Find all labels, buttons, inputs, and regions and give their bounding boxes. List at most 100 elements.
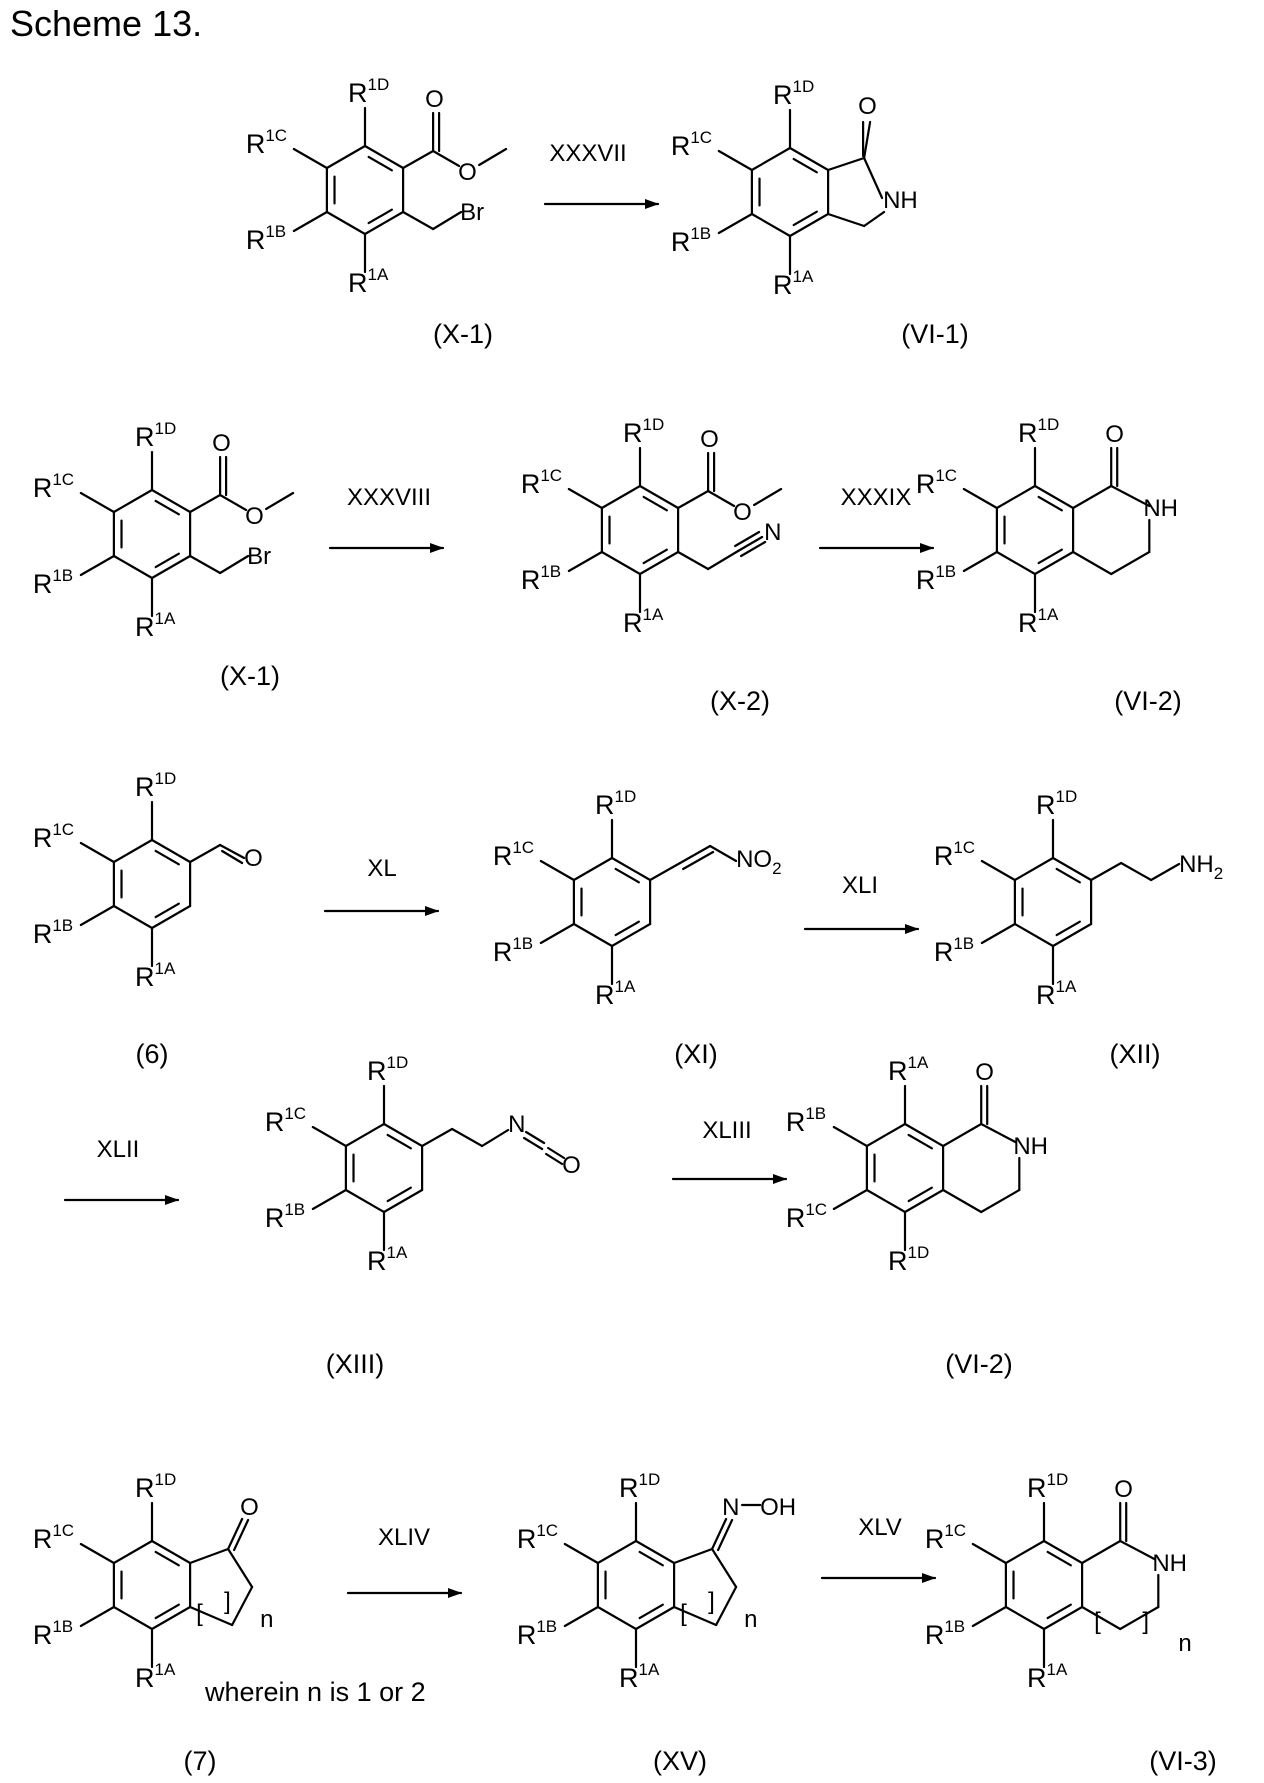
label-r-top: R1D [623,415,664,448]
label-r-lower-left: R1C [786,1200,827,1233]
bond-co-2 [234,1520,248,1550]
bond-r1b [81,556,114,575]
bond-methyl [754,489,781,505]
ring-bond [327,146,365,168]
bond-cho [190,845,220,862]
reagent-xlii: XLII [97,1136,140,1163]
atom-n-index: n [260,1606,273,1633]
atom-o-carbonyl: O [212,430,231,457]
bond-r1c [81,1544,114,1563]
bracket-right: ] [224,1588,231,1615]
label-r-top: R1A [888,1053,929,1086]
atom-nh2: NH2 [1179,851,1223,883]
atom-o-carbonyl: O [425,86,444,113]
bond-c-n-oxime-2 [718,1520,732,1550]
label-r-top: R1D [773,77,814,110]
row-4: R1DR1CR1BR1ANOR1AR1BR1CR1DONH [265,1053,1048,1276]
atom-br: Br [247,543,271,570]
ring-bond [574,858,612,880]
atom-no2: NO2 [736,846,781,878]
label-vi3: (VI-3) [1149,1746,1217,1776]
bond-co [228,1519,242,1549]
bond-ch2-ch2 [1111,552,1149,574]
bond-ring-c2 [716,1587,736,1625]
bond-ch2-n [864,212,884,226]
reagent-xlv: XLV [858,1514,902,1541]
label-x1-top: (X-1) [433,319,493,349]
label-r-bottom: R1A [135,959,176,992]
atom-n: N [722,1494,739,1521]
bond-ch2-ch2 [452,1129,482,1146]
bond-cn-3 [735,532,759,546]
label-r-top: R1D [619,1470,660,1503]
label-r-lower-left: R1B [671,224,711,257]
bond-ch2-br [433,212,461,229]
atom-nh: NH [1152,1550,1187,1577]
label-r-upper-left: R1C [925,1521,966,1554]
bond-r1b [541,924,574,943]
label-r-top: R1D [595,787,636,820]
atom-n: N [764,519,781,546]
bond-r1b [973,1607,1006,1626]
bond-r1c [719,151,752,170]
label-r-bottom: R1A [135,609,176,642]
atom-nh: NH [1013,1133,1048,1160]
label-vi2: (VI-2) [1114,686,1182,716]
label-r-bottom: R1A [1036,977,1077,1010]
bond-c-n-oxime [712,1519,726,1549]
reagent-xliii: XLIII [702,1117,751,1144]
bond-r1c [565,1544,598,1563]
bond-r1c [834,1127,867,1146]
label-x1: (X-1) [220,661,280,691]
bond-c-no2 [710,846,736,861]
label-r-top: R1D [348,75,389,108]
ring-bond [1006,1607,1044,1629]
ring-bond [867,1190,905,1212]
label-r-top: R1D [1036,787,1077,820]
label-r-upper-left: R1C [517,1521,558,1554]
bond-r1c [294,149,327,168]
scheme-title: Scheme 13. [10,3,202,44]
bond-ch2-n [1151,864,1179,880]
label-r-lower-left: R1B [925,1617,965,1650]
ring-bond [1015,924,1053,946]
label-r-upper-left: R1C [33,820,74,853]
bond-ring-c2 [232,1587,252,1625]
label-r-bottom: R1A [773,267,814,300]
label-r-top: R1D [135,1470,176,1503]
bond-ester-o [708,491,734,506]
atom-o: O [244,845,263,872]
bond-ester [190,495,220,512]
atom-o: O [975,1059,994,1086]
label-xii: (XII) [1110,1039,1161,1069]
ring-bond [1015,858,1053,880]
bond-r1c [973,1544,1006,1563]
bond-ester-o [433,151,459,166]
label-r-upper-left: R1C [33,470,74,503]
bond-ch2-ring [1082,1607,1120,1629]
ring-bond [114,840,152,862]
ring-bond [602,552,640,574]
bond-methyl [479,149,506,165]
atom-oh: OH [760,1494,796,1521]
bracket-left: [ [680,1600,687,1627]
label-r-upper-left: R1C [33,1521,74,1554]
atom-n-index: n [1178,1630,1191,1657]
bracket-left: [ [1094,1608,1101,1635]
bond-methyl [266,493,293,509]
ring-bond [114,1541,152,1563]
ring-bond [867,1124,905,1146]
label-r-bottom: R1A [135,1660,176,1693]
bond-vinyl [650,863,680,880]
bond-r1c [81,493,114,512]
row-2: R1DR1CR1BR1AOOBrR1DR1CR1BR1AOONR1DR1CR1B… [33,415,1178,642]
bond-ch2 [1091,863,1121,880]
bond-co-ring [190,1549,228,1563]
bond-r1c [313,1127,346,1146]
ring-bond [114,490,152,512]
ring-bond [598,1607,636,1629]
label-r-bottom: R1A [619,1660,660,1693]
bond-ch2-ch2 [1121,863,1151,880]
ring-bond [1006,1541,1044,1563]
label-r-lower-left: R1B [916,562,956,595]
